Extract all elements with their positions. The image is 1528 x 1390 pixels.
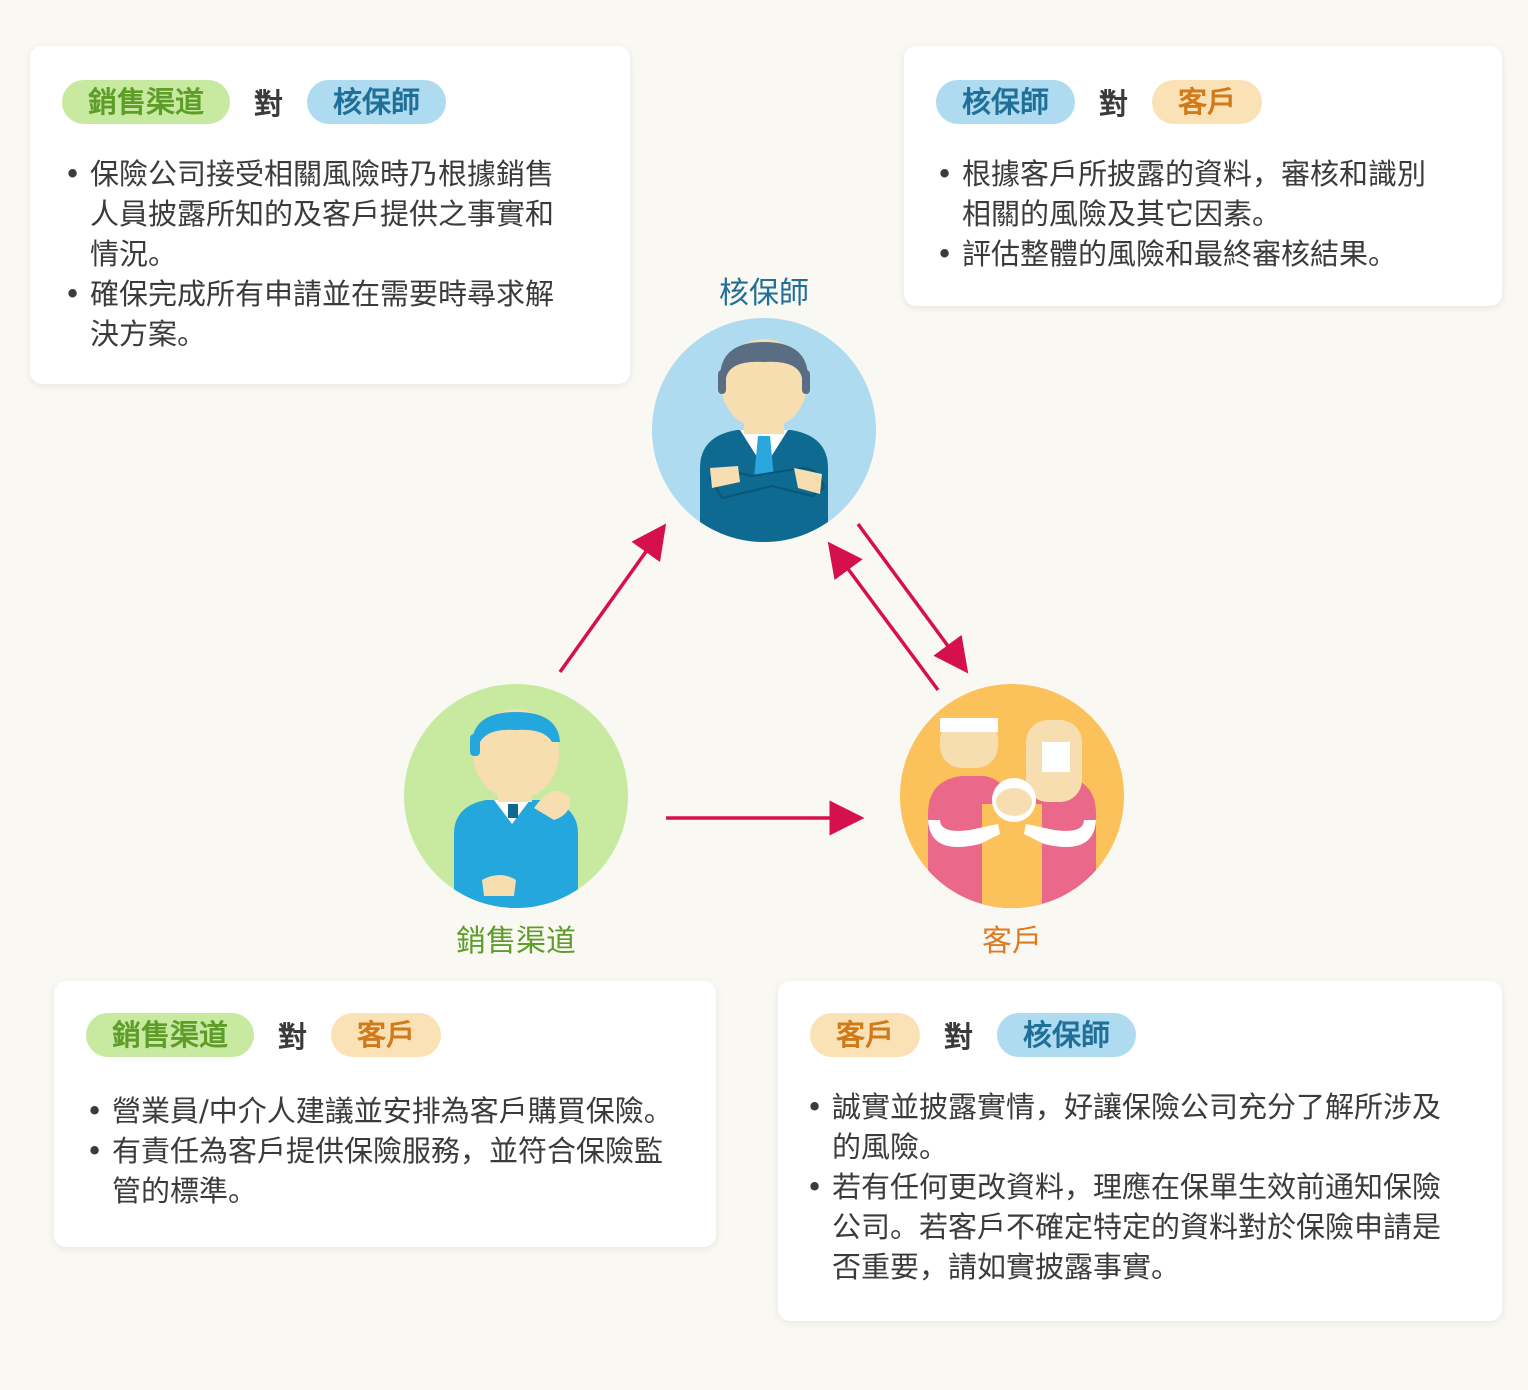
card-sales-underwriter: 銷售渠道 對 核保師 保險公司接受相關風險時乃根據銷售人員披露所知的及客戶提供之… xyxy=(30,46,630,384)
point-item: 保險公司接受相關風險時乃根據銷售人員披露所知的及客戶提供之事實和情況。 xyxy=(64,154,564,274)
point-item: 評估整體的風險和最終審核結果。 xyxy=(936,234,1446,274)
pill-sales: 銷售渠道 xyxy=(86,1013,255,1057)
point-list: 根據客戶所披露的資料，審核和識別相關的風險及其它因素。 評估整體的風險和最終審核… xyxy=(936,154,1446,274)
connector-text: 對 xyxy=(254,87,284,121)
card-underwriter-client: 核保師 對 客戶 根據客戶所披露的資料，審核和識別相關的風險及其它因素。 評估整… xyxy=(904,46,1502,306)
card-header: 銷售渠道 對 客戶 xyxy=(86,1013,442,1057)
sales-label: 銷售渠道 xyxy=(456,924,576,959)
card-client-underwriter: 客戶 對 核保師 誠實並披露實情，好讓保險公司充分了解所涉及的風險。 若有任何更… xyxy=(778,981,1502,1321)
card-header: 銷售渠道 對 核保師 xyxy=(62,80,447,124)
client-label: 客戶 xyxy=(982,924,1042,959)
connector-text: 對 xyxy=(278,1020,308,1054)
underwriter-avatar-icon xyxy=(652,318,876,542)
point-item: 確保完成所有申請並在需要時尋求解決方案。 xyxy=(64,274,564,354)
pill-underwriter: 核保師 xyxy=(997,1013,1137,1057)
card-header: 核保師 對 客戶 xyxy=(936,80,1263,124)
arrow-underwriter-to-client xyxy=(856,522,969,674)
pill-sales: 銷售渠道 xyxy=(62,80,231,124)
point-item: 有責任為客戶提供保險服務，並符合保險監管的標準。 xyxy=(86,1131,686,1211)
arrow-sales-to-underwriter xyxy=(558,523,667,674)
pill-client: 客戶 xyxy=(810,1013,921,1057)
pill-client: 客戶 xyxy=(331,1013,442,1057)
point-item: 若有任何更改資料，理應在保單生效前通知保險公司。若客戶不確定特定的資料對於保險申… xyxy=(806,1167,1466,1287)
pill-underwriter: 核保師 xyxy=(307,80,447,124)
point-item: 營業員/中介人建議並安排為客戶購買保險。 xyxy=(86,1091,686,1131)
arrow-client-to-underwriter xyxy=(827,541,940,692)
connector-text: 對 xyxy=(1099,87,1129,121)
card-sales-client: 銷售渠道 對 客戶 營業員/中介人建議並安排為客戶購買保險。 有責任為客戶提供保… xyxy=(54,981,716,1247)
pill-underwriter: 核保師 xyxy=(936,80,1076,124)
point-list: 誠實並披露實情，好讓保險公司充分了解所涉及的風險。 若有任何更改資料，理應在保單… xyxy=(806,1087,1466,1287)
point-list: 保險公司接受相關風險時乃根據銷售人員披露所知的及客戶提供之事實和情況。 確保完成… xyxy=(64,154,564,354)
sales-avatar-icon xyxy=(404,684,628,908)
pill-client: 客戶 xyxy=(1152,80,1263,124)
underwriter-label: 核保師 xyxy=(719,276,809,311)
connector-text: 對 xyxy=(944,1020,974,1054)
client-avatar-icon xyxy=(900,684,1124,908)
point-list: 營業員/中介人建議並安排為客戶購買保險。 有責任為客戶提供保險服務，並符合保險監… xyxy=(86,1091,686,1211)
point-item: 根據客戶所披露的資料，審核和識別相關的風險及其它因素。 xyxy=(936,154,1446,234)
point-item: 誠實並披露實情，好讓保險公司充分了解所涉及的風險。 xyxy=(806,1087,1466,1167)
card-header: 客戶 對 核保師 xyxy=(810,1013,1137,1057)
